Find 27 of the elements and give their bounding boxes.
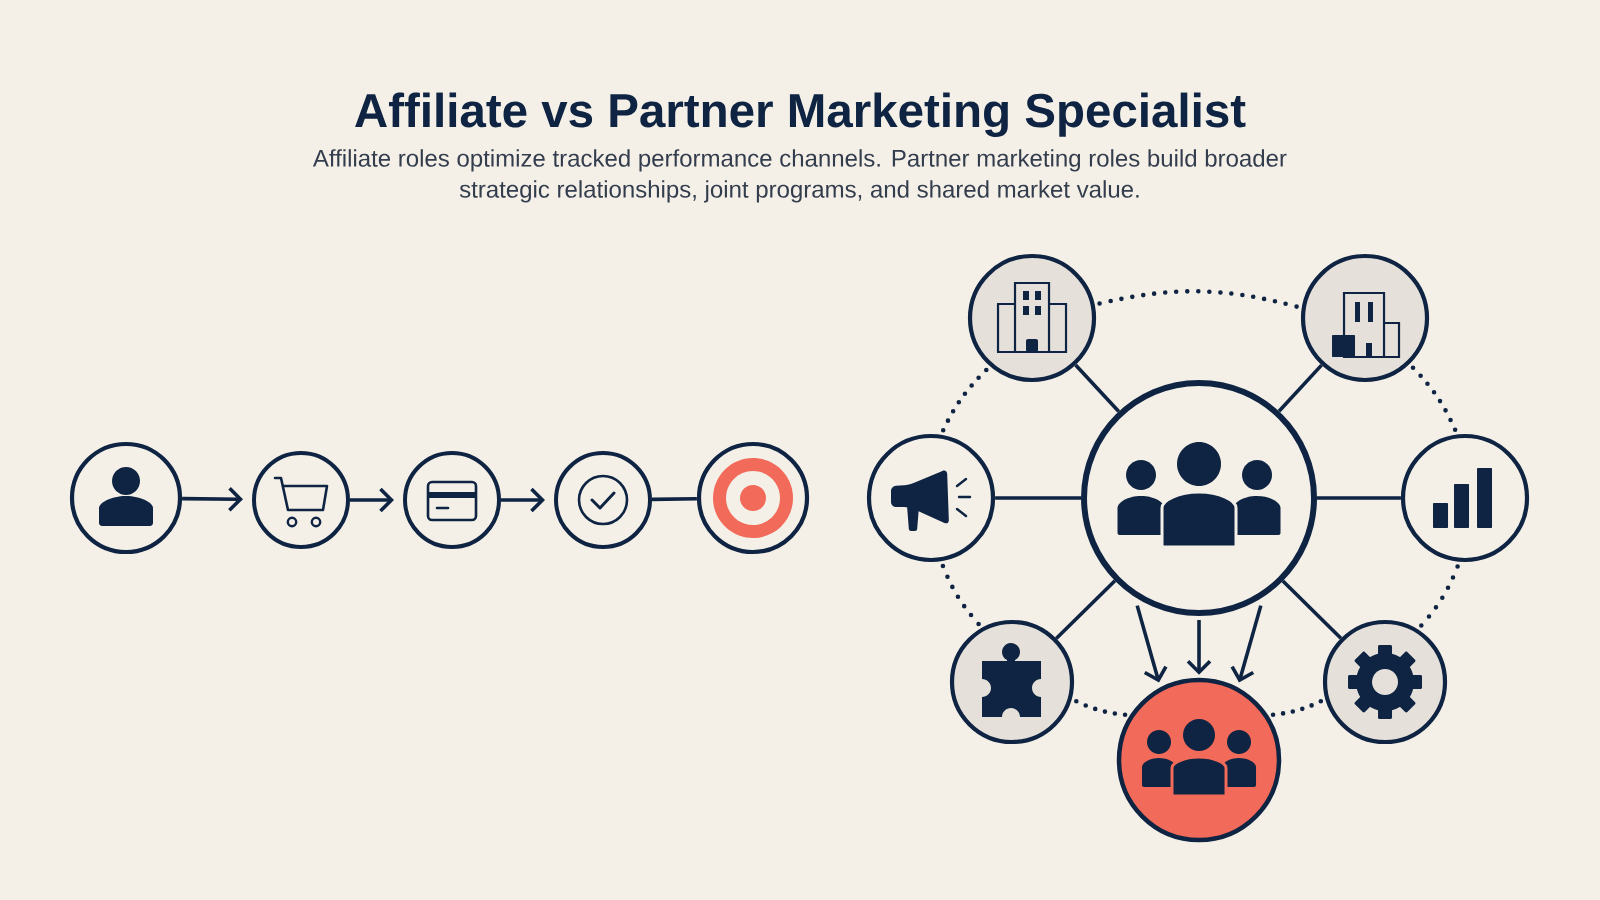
icon-circle	[1300, 253, 1430, 383]
title: Affiliate vs Partner Marketing Specialist	[355, 92, 1246, 138]
arrow	[1230, 605, 1263, 683]
arrow	[182, 486, 243, 512]
icon-circle	[554, 451, 652, 549]
arrow	[1186, 620, 1212, 675]
dotted-line	[940, 563, 981, 627]
icon-circle	[967, 253, 1097, 383]
connector-line	[1277, 363, 1323, 413]
subtitle: Affiliate roles optimize tracked performance channels. Partner marketing roles build broader strategic relationships, joint programs, and shared market value.	[312, 149, 1287, 203]
dotted-line	[1097, 289, 1300, 309]
dotted-line	[1073, 698, 1128, 718]
icon-circle	[252, 451, 350, 549]
connector-line	[1281, 579, 1343, 640]
connector-line	[1055, 579, 1117, 640]
connector-line	[1074, 363, 1121, 413]
connector-line	[651, 496, 697, 502]
dotted-line	[1418, 564, 1460, 628]
dotted-line	[1410, 365, 1458, 433]
icon-circle	[403, 451, 501, 549]
connector-line	[1317, 496, 1401, 500]
arrow	[1135, 605, 1168, 683]
dotted-line	[1270, 699, 1324, 717]
dotted-line	[940, 367, 989, 433]
connector-line	[995, 496, 1081, 500]
arrow	[350, 487, 394, 513]
arrow	[501, 487, 545, 513]
